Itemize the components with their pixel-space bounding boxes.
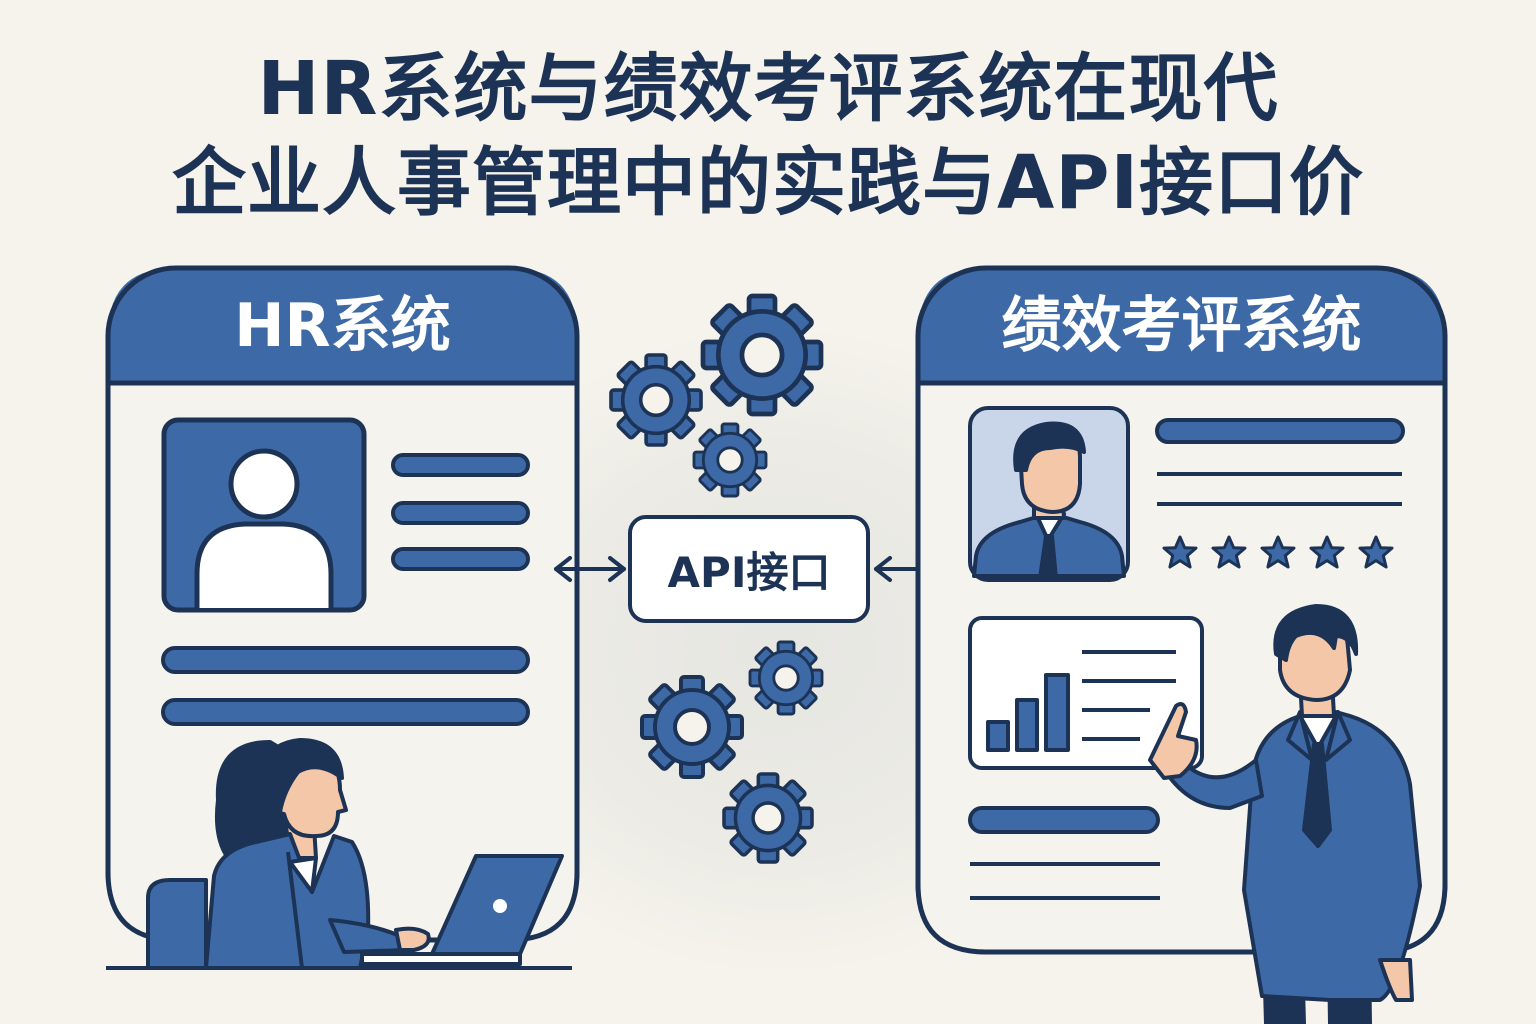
hr-staff-woman-illustration bbox=[146, 738, 431, 970]
gear-icon bbox=[640, 675, 744, 779]
employee-photo bbox=[968, 406, 1130, 582]
user-avatar-icon bbox=[161, 417, 367, 613]
bidirectional-arrow-icon bbox=[554, 556, 626, 582]
gear-icon bbox=[703, 296, 821, 414]
api-interface-box: API接口 bbox=[628, 515, 870, 623]
bar-chart-icon bbox=[968, 616, 1204, 770]
gear-icon bbox=[692, 422, 768, 498]
page-title-line-1: HR系统与绩效考评系统在现代 bbox=[257, 46, 1279, 132]
api-interface-label: API接口 bbox=[667, 547, 831, 597]
gear-icon bbox=[748, 640, 824, 716]
gear-icon bbox=[722, 772, 814, 864]
hr-system-panel-title: HR系统 bbox=[234, 291, 451, 361]
performance-system-panel-title: 绩效考评系统 bbox=[1001, 291, 1362, 361]
manager-man-illustration bbox=[1148, 604, 1422, 1024]
laptop-icon bbox=[360, 854, 564, 966]
performance-text-lines bbox=[1155, 418, 1405, 506]
performance-bottom-lines bbox=[968, 806, 1160, 900]
page-title-line-2: 企业人事管理中的实践与API接口价 bbox=[171, 140, 1365, 226]
hr-profile-text-lines bbox=[161, 453, 530, 726]
gear-icon bbox=[609, 353, 703, 447]
